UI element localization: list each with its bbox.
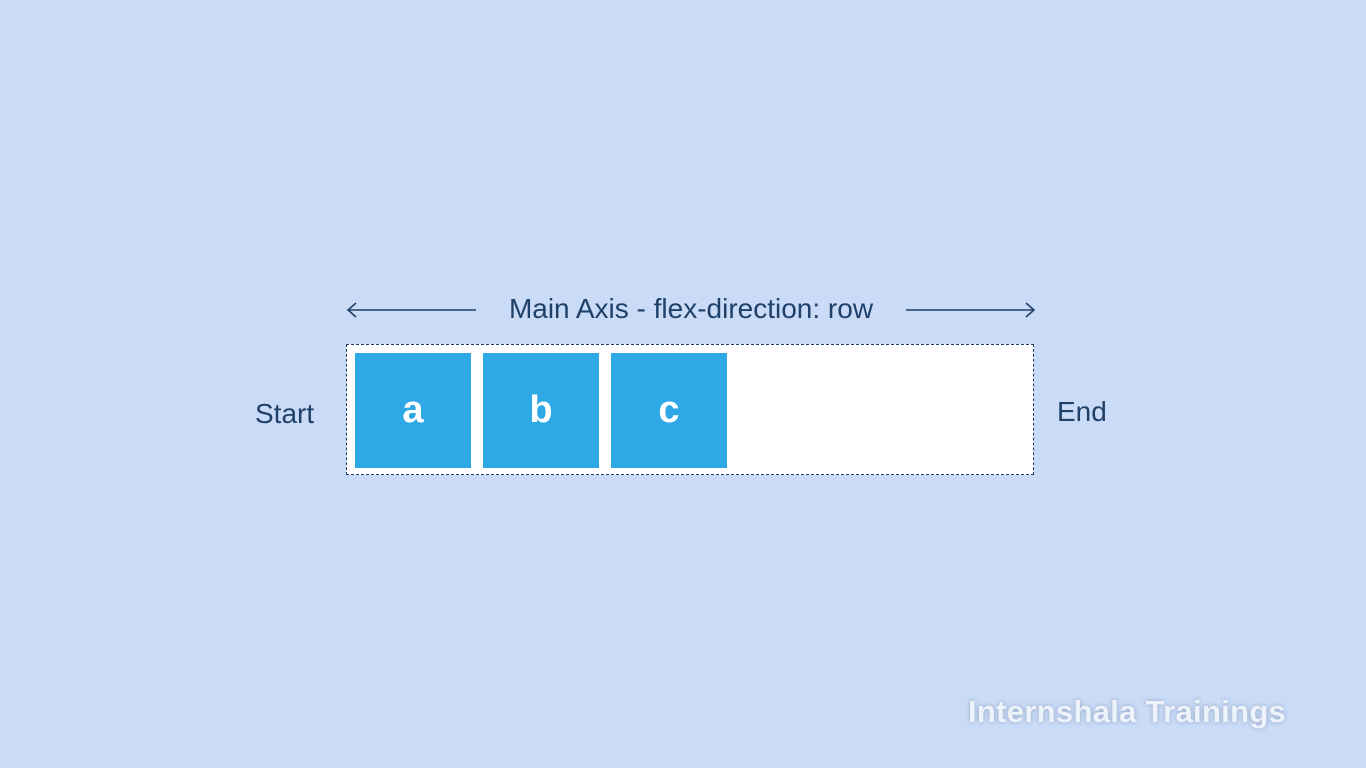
end-label: End xyxy=(1057,396,1107,427)
flex-item-a: a xyxy=(355,353,471,468)
flex-container: a b c xyxy=(346,344,1034,475)
watermark-logo: Internshala Trainings xyxy=(968,694,1287,729)
main-axis-label-text: Main Axis - flex-direction: row xyxy=(502,293,880,324)
flex-item-b: b xyxy=(483,353,599,468)
left-arrow-icon xyxy=(346,302,476,318)
start-label: Start xyxy=(255,398,315,429)
main-axis-indicator: Main Axis - flex-direction: row xyxy=(346,292,1036,328)
flex-item-c: c xyxy=(611,353,727,468)
right-arrow-icon xyxy=(906,302,1036,318)
